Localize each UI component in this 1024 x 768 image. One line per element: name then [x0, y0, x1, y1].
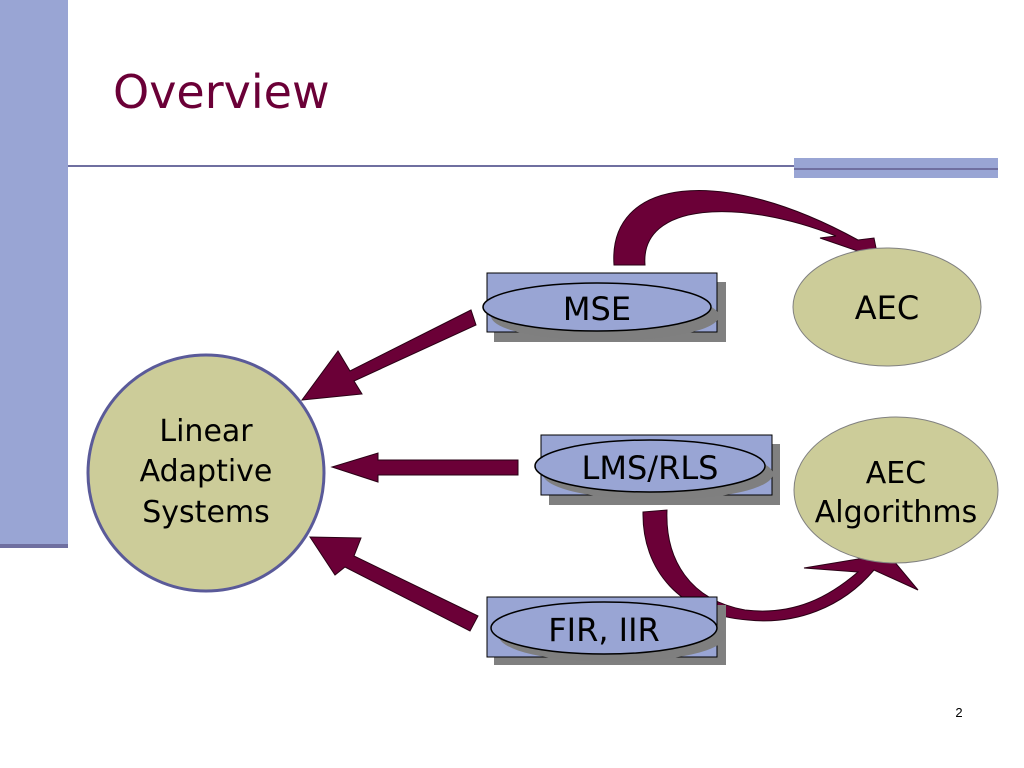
aec-label: AEC — [855, 289, 919, 327]
arrow-fir-to-linear-adaptive — [309, 536, 479, 632]
aec-algorithms-node: AEC Algorithms — [793, 416, 999, 564]
aec-algorithms-line-1: AEC — [866, 456, 926, 491]
arrow-lms-to-linear-adaptive — [330, 452, 519, 483]
linear-adaptive-line-3: Systems — [142, 495, 270, 530]
aec-node: AEC — [792, 247, 982, 367]
arrow-mse-to-linear-adaptive — [300, 309, 477, 401]
mse-box: MSE — [482, 272, 726, 342]
aec-algorithms-line-2: Algorithms — [815, 495, 978, 530]
mse-label: MSE — [563, 290, 631, 328]
lms-rls-box: LMS/RLS — [534, 434, 780, 505]
fir-iir-box: FIR, IIR — [486, 596, 726, 665]
lms-rls-label: LMS/RLS — [582, 449, 719, 487]
title-rule-accent-line — [794, 168, 998, 170]
slide-title: Overview — [113, 65, 330, 119]
linear-adaptive-systems-node: Linear Adaptive Systems — [86, 353, 326, 593]
page-number: 2 — [955, 705, 963, 720]
arrow-mse-to-aec — [613, 190, 879, 266]
fir-iir-label: FIR, IIR — [548, 611, 660, 649]
side-accent-bar-edge — [0, 544, 68, 548]
title-rule — [68, 165, 998, 167]
side-accent-bar — [0, 0, 68, 548]
linear-adaptive-line-1: Linear — [159, 414, 253, 449]
linear-adaptive-line-2: Adaptive — [140, 454, 273, 489]
